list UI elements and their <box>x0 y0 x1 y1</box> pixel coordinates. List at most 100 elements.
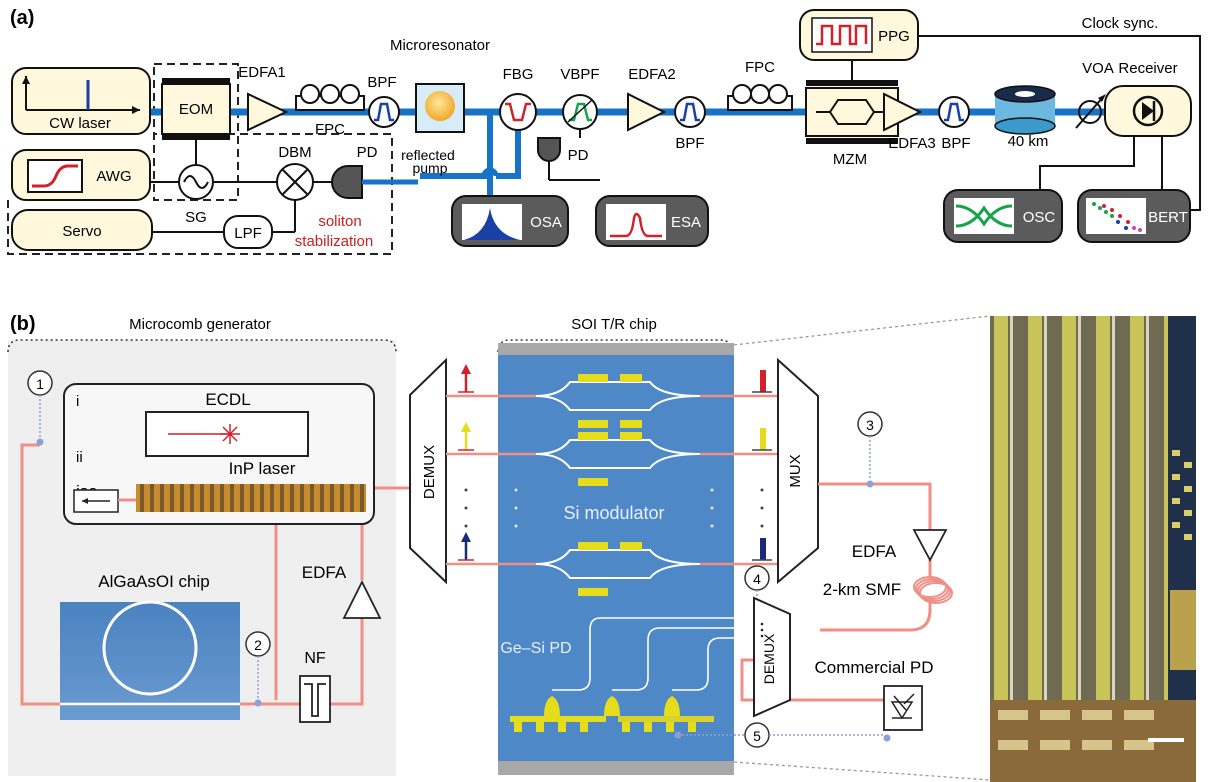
feedback-dashed-box <box>7 133 393 255</box>
bert-label: BERT <box>1148 209 1188 226</box>
probe-point-2: 2 <box>245 631 271 707</box>
zoom-lines <box>733 315 991 781</box>
ecdl-label: ECDL <box>205 390 250 409</box>
osa: OSA <box>451 195 569 247</box>
probe-point-3: 3 <box>857 411 883 488</box>
soi-chip: SOI T/R chip <box>446 316 778 775</box>
soliton-label-2: stabilization <box>295 233 373 250</box>
edfa3-label: EDFA3 <box>888 135 936 152</box>
fpc1: FPC <box>295 84 365 138</box>
panel-b: (b) Microcomb generator 1 i ii ECDL <box>7 313 1196 782</box>
lpf-label: LPF <box>234 225 262 242</box>
commercial-pd: Commercial PD <box>814 658 934 742</box>
inp-laser-label: InP laser <box>229 459 296 478</box>
mzm-label: MZM <box>833 151 867 168</box>
panel-b-letter: (b) <box>10 313 36 335</box>
mux: MUX <box>777 357 819 585</box>
inset-i-label: i <box>76 393 79 410</box>
notch-filter: NF <box>299 650 331 723</box>
bpf1-label: BPF <box>367 74 396 91</box>
demux-left-label: DEMUX <box>421 445 438 499</box>
bpf3: BPF <box>938 96 971 152</box>
ge-si-pd-pads <box>510 696 714 732</box>
fbg-label: FBG <box>503 66 534 83</box>
ellipsis-dots <box>514 488 714 528</box>
input-tones <box>458 364 474 561</box>
demux-right: DEMUX <box>753 596 791 718</box>
receiver-outputs <box>1039 136 1163 190</box>
mzm: MZM <box>805 80 899 168</box>
inp-laser-bar <box>136 484 366 512</box>
bpf1: BPF <box>367 74 400 128</box>
eom-label: EOM <box>179 101 213 118</box>
ecdl-spark <box>220 424 240 444</box>
reflected-label-2: pump <box>412 160 447 176</box>
microresonator: Microresonator <box>390 37 490 133</box>
microcomb-title: Microcomb generator <box>129 316 271 333</box>
osc: OSC <box>943 189 1063 243</box>
vbpf: VBPF <box>560 66 600 130</box>
vbpf-label: VBPF <box>560 66 599 83</box>
esa-label: ESA <box>671 214 701 231</box>
scale-bar <box>1148 738 1184 742</box>
edfa3: EDFA3 <box>883 92 936 152</box>
ppg-label: PPG <box>878 28 910 45</box>
dbm-label: DBM <box>278 144 311 161</box>
receiver: Receiver <box>1104 60 1192 137</box>
edfa1: EDFA1 <box>238 64 289 132</box>
eom: EOM <box>161 78 231 140</box>
pd-a2-label: PD <box>568 147 589 164</box>
svg-text:3: 3 <box>866 417 874 433</box>
edfa-left: EDFA <box>302 563 382 619</box>
demux-right-label: DEMUX <box>761 633 777 684</box>
modulator-3 <box>535 549 701 579</box>
servo: Servo <box>11 209 153 251</box>
svg-text:2: 2 <box>254 637 262 653</box>
clock-sync-line: Clock sync. <box>918 15 1201 211</box>
receiver-label: Receiver <box>1118 60 1177 77</box>
bert-eye-dots <box>1092 202 1142 232</box>
chip-label: AlGaAsOI chip <box>98 572 210 591</box>
awg: AWG <box>11 149 151 201</box>
bert: BERT <box>1077 189 1191 243</box>
clock-sync-label: Clock sync. <box>1082 15 1159 32</box>
svg-text:5: 5 <box>753 728 761 744</box>
dbm: DBM <box>276 144 314 201</box>
edfa2-label: EDFA2 <box>628 66 676 83</box>
panel-a-letter: (a) <box>10 7 34 29</box>
fpc2: FPC <box>727 59 793 111</box>
osa-label: OSA <box>530 214 562 231</box>
nf-label: NF <box>304 650 326 667</box>
inset-ii-label: ii <box>76 449 83 466</box>
bpf2-label: BPF <box>675 135 704 152</box>
laser-inset: i ii ECDL iso InP laser <box>63 383 375 525</box>
sg-label: SG <box>185 209 207 226</box>
smf-label: 2-km SMF <box>823 580 901 599</box>
svg-text:1: 1 <box>36 376 44 392</box>
edfa2: EDFA2 <box>627 66 676 132</box>
ppg: PPG <box>799 9 919 80</box>
pd-a1: PD <box>331 144 378 199</box>
fiber-length-label: 40 km <box>1008 133 1049 150</box>
commercial-pd-label: Commercial PD <box>814 658 933 677</box>
osc-label: OSC <box>1023 209 1056 226</box>
svg-text:4: 4 <box>753 571 761 587</box>
microresonator-label: Microresonator <box>390 37 490 54</box>
probe-point-1: 1 <box>27 370 53 446</box>
sg: SG <box>178 164 214 226</box>
edfa-right-label: EDFA <box>852 542 897 561</box>
modulator-2 <box>535 439 701 469</box>
panel-a: (a) CW laser EOM <box>7 7 1201 255</box>
mux-label: MUX <box>787 454 804 487</box>
fbg: FBG <box>499 66 537 131</box>
bpf2: BPF <box>674 96 706 152</box>
probe-point-5: 5 <box>674 722 884 748</box>
pd-a2: PD <box>537 129 600 181</box>
soi-title: SOI T/R chip <box>571 316 657 333</box>
reflected-label-1: reflected <box>401 147 455 163</box>
demux-left: DEMUX <box>409 357 447 585</box>
voa-label: VOA <box>1082 60 1114 77</box>
smf-coil: 2-km SMF <box>823 576 953 604</box>
esa: ESA <box>595 195 709 247</box>
lpf: LPF <box>223 215 273 249</box>
